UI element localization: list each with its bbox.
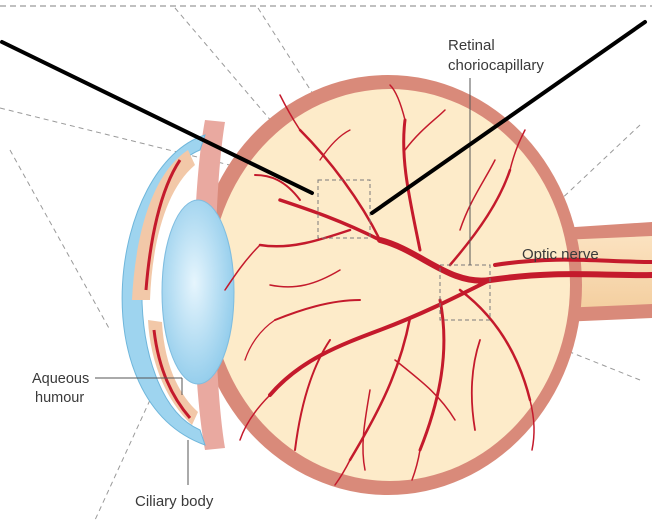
label-ciliary-body: Ciliary body [135, 493, 214, 510]
label-retinal: Retinal [448, 37, 495, 54]
label-humour: humour [35, 390, 84, 406]
lens [162, 200, 234, 384]
label-choriocapillary: choriocapillary [448, 57, 544, 74]
label-aqueous: Aqueous [32, 371, 89, 387]
label-optic-nerve: Optic nerve [522, 246, 599, 263]
vitreous-body [210, 89, 570, 481]
